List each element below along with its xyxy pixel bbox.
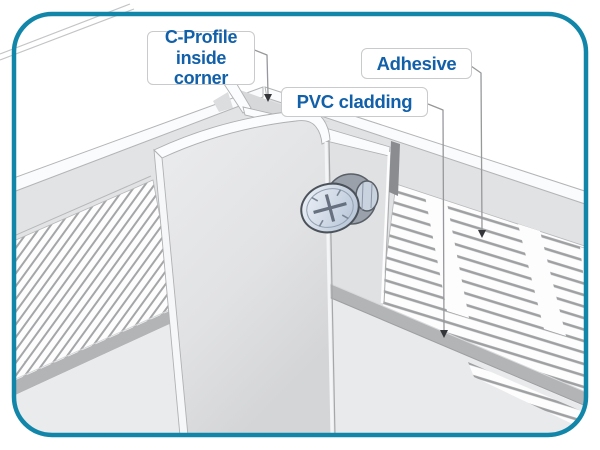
label-c-profile-line2: inside corner	[173, 47, 229, 89]
corner-shadow-strip	[389, 141, 400, 196]
panel-left-edge	[153, 148, 189, 435]
label-pvc-cladding: PVC cladding	[281, 87, 428, 117]
adhesive-hatch-floor-edge	[468, 362, 586, 435]
leader-c-profile	[251, 48, 269, 95]
skirting-strip-left	[14, 309, 174, 402]
label-c-profile-line1: C-Profile	[164, 27, 238, 48]
pvc-cladding-panel	[153, 109, 336, 435]
arrowhead-adhesive	[478, 230, 486, 238]
frame-border	[11, 11, 589, 438]
arrowhead-c-profile	[264, 94, 272, 102]
screw-icon	[300, 173, 379, 234]
arrowhead-pvc-cladding	[440, 330, 448, 338]
label-c-profile-inside-corner: C-Profile inside corner	[147, 27, 255, 88]
left-wall-top-edge	[14, 86, 264, 198]
leader-pvc-cladding	[427, 103, 445, 331]
label-adhesive: Adhesive	[361, 48, 472, 79]
leader-lines	[251, 48, 486, 338]
floor-left	[14, 322, 184, 435]
leader-adhesive	[470, 65, 483, 231]
skirting-strip-right	[324, 281, 586, 412]
